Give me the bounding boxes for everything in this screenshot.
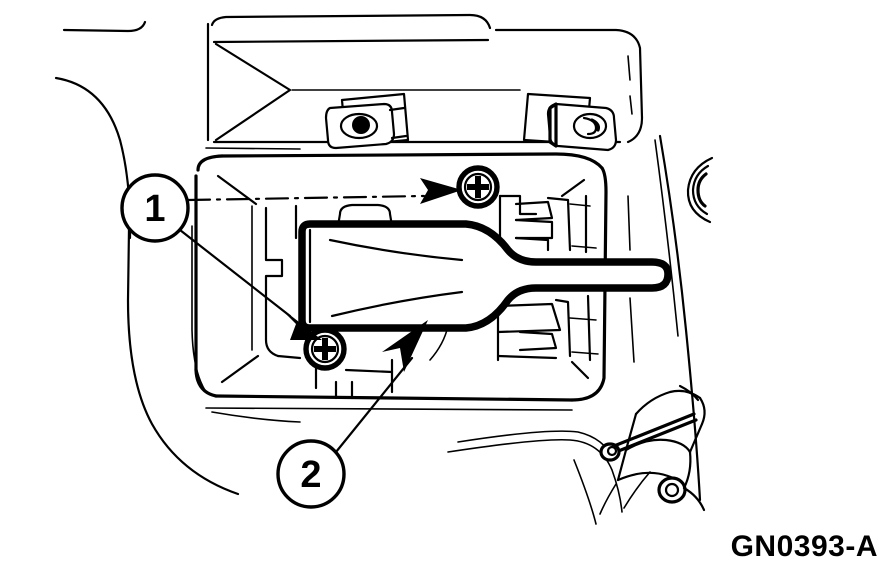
arrowhead-connector	[382, 320, 428, 372]
upper-screw	[456, 165, 500, 209]
callout-1[interactable]: 1	[120, 173, 190, 243]
callout-2[interactable]: 2	[276, 439, 346, 509]
arrowhead-upper-screw	[420, 178, 462, 204]
connector-body	[298, 220, 672, 332]
callout-1-label: 1	[144, 188, 165, 230]
arrowhead-lower-screw	[276, 304, 322, 340]
hose-clamp-assembly	[599, 384, 706, 515]
leader-1-dashed	[186, 194, 426, 202]
figure-code-label: GN0393-A	[730, 530, 878, 563]
main-panel	[194, 152, 608, 423]
leader-lines	[178, 178, 462, 454]
upper-left-clip	[324, 92, 410, 150]
callout-2-circle[interactable]	[276, 439, 346, 509]
leader-1-solid	[178, 228, 292, 318]
callout-2-label: 2	[300, 454, 321, 496]
leader-2-solid	[334, 356, 414, 454]
upper-right-clip	[522, 92, 618, 152]
callout-1-circle[interactable]	[120, 173, 190, 243]
